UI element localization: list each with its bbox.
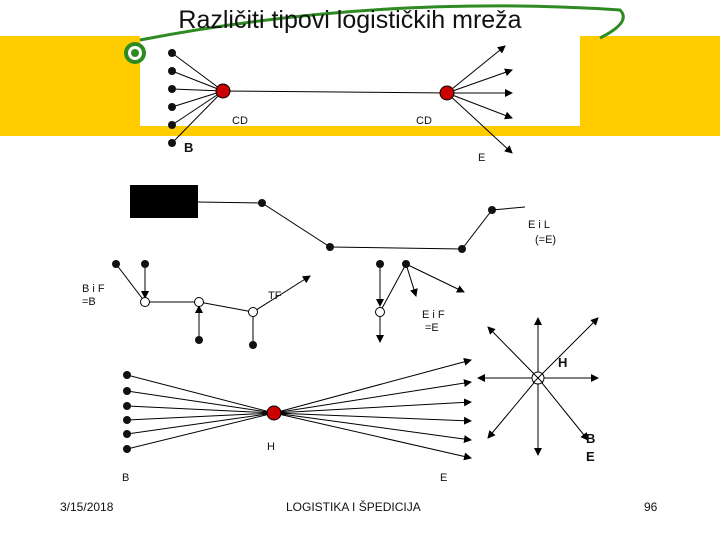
- label-cd-left: CD: [232, 115, 248, 127]
- label-b-i-f: B i F: [82, 283, 105, 295]
- label-h-bottom: H: [267, 441, 275, 453]
- label-e-i-f: E i F: [422, 309, 445, 321]
- cd-hub-left: [215, 83, 231, 99]
- cd-hub-right: [439, 85, 455, 101]
- label-b-top: B: [184, 140, 194, 155]
- star-hub-lines: [477, 317, 599, 456]
- logo-icon: [124, 42, 146, 64]
- bottom-hub-node: [266, 405, 282, 421]
- label-e-right: E: [586, 449, 595, 464]
- supplier-nodes: [168, 49, 176, 147]
- label-e-top: E: [478, 152, 486, 164]
- tf-network-lines: [115, 263, 465, 345]
- green-title-swoosh: [139, 4, 625, 42]
- slide-title: Različiti tipovi logističkih mreža: [178, 6, 522, 34]
- label-e-bottom: E: [440, 472, 448, 484]
- label-e-i-l: E i L: [528, 219, 551, 231]
- e-i-l-nodes: [258, 199, 496, 253]
- tf-open-nodes: [140, 297, 385, 317]
- label-b-bottom: B: [122, 472, 130, 484]
- label-h-right: H: [558, 355, 568, 370]
- bottom-source-nodes: [123, 371, 131, 453]
- black-block: [130, 185, 198, 218]
- white-diagram-area: [140, 36, 580, 126]
- tf-solid-nodes: [112, 260, 410, 349]
- bottom-hub-lines: [126, 357, 472, 461]
- footer-page-number: 96: [644, 500, 658, 514]
- label-tf: TF: [268, 290, 282, 302]
- label-cd-right: CD: [416, 115, 432, 127]
- star-hub-node: [531, 371, 545, 385]
- e-i-l-path: [197, 201, 526, 250]
- label-e-i-l-eq: (=E): [535, 234, 557, 246]
- label-b-right: B: [586, 431, 596, 446]
- label-e-i-f-eq: =E: [425, 322, 439, 334]
- label-b-i-f-eq: =B: [82, 296, 96, 308]
- cd-network-lines: [171, 45, 513, 154]
- footer-date: 3/15/2018: [60, 500, 114, 514]
- footer-course: LOGISTIKA I ŠPEDICIJA: [286, 500, 421, 514]
